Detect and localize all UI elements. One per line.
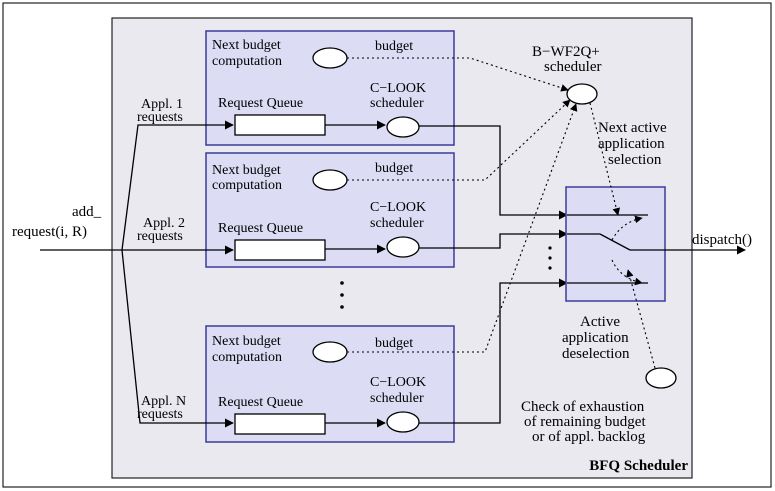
app-2-clook-node: [386, 236, 420, 258]
bwf2q-label-line2: scheduler: [544, 59, 601, 75]
bwf2q-to-switch: [589, 102, 621, 216]
exhaustion-line2: of remaining budget: [524, 414, 646, 430]
input-label-line2: request(i, R): [12, 224, 87, 240]
app-2-budget-comp-line1: Next budget: [212, 163, 281, 178]
switch-ellipsis: [548, 246, 552, 270]
app-2-requests-line1: Appl. 2: [143, 216, 185, 231]
exhaustion-to-switch: [626, 269, 656, 369]
next-active-line3: selection: [608, 152, 662, 168]
app-n-clook-line1: C−LOOK: [370, 375, 426, 390]
app-2-budget-node: [312, 169, 348, 191]
switch-deselect-arc: [611, 259, 643, 286]
app-n-to-switch: [419, 278, 568, 424]
app-1-budget-comp-line1: Next budget: [212, 38, 281, 53]
app-1-requests-line2: requests: [137, 110, 183, 125]
app-1-budget-to-bwf2q: [347, 57, 569, 92]
fan-branch-n: [121, 249, 234, 428]
app-1-clook-line1: C−LOOK: [370, 81, 426, 96]
app-1-box: Next budget computation budget C−LOOK sc…: [205, 30, 455, 146]
apps-ellipsis: [340, 281, 344, 309]
app-1-requests-line1: Appl. 1: [141, 97, 183, 112]
app-2-budget-comp-line2: computation: [212, 178, 282, 193]
app-n-request-queue: [234, 413, 326, 435]
app-n-box: Next budget computation budget C−LOOK sc…: [205, 325, 455, 443]
app-1-clook-node: [386, 116, 420, 138]
input-label-line1: add_: [72, 204, 102, 220]
app-1-budget-comp-line2: computation: [212, 54, 282, 69]
deselection-line1: Active: [580, 314, 620, 330]
app-n-budget-label: budget: [375, 336, 413, 351]
bfq-scheduler-title: BFQ Scheduler: [589, 458, 688, 474]
bwf2q-label-line1: B−WF2Q+: [532, 44, 600, 60]
exhaustion-line3: or of appl. backlog: [532, 429, 646, 445]
exhaustion-line1: Check of exhaustion: [521, 399, 645, 415]
app-1-request-queue: [234, 114, 326, 136]
app-n-requests-line2: requests: [137, 407, 183, 422]
app-n-budget-comp-line2: computation: [212, 350, 282, 365]
app-n-budget-to-bwf2q: [347, 103, 578, 353]
app-n-budget-comp-line1: Next budget: [212, 334, 281, 349]
deselection-line3: deselection: [562, 346, 630, 362]
app-2-clook-line2: scheduler: [370, 216, 424, 231]
app-1-budget-label: budget: [375, 39, 413, 54]
app-2-requests-line2: requests: [137, 229, 183, 244]
app-1-queue-label: Request Queue: [218, 96, 303, 111]
switch-lever: [599, 233, 631, 251]
dispatch-label: dispatch(): [692, 232, 752, 248]
app-n-budget-node: [312, 341, 348, 363]
app-2-to-switch: [419, 229, 568, 249]
bwf2q-node: [566, 83, 598, 105]
app-2-box: Next budget computation budget C−LOOK sc…: [205, 152, 455, 268]
app-n-queue-label: Request Queue: [218, 395, 303, 410]
app-1-budget-node: [312, 47, 348, 69]
app-2-budget-label: budget: [375, 161, 413, 176]
fan-branch-1: [121, 120, 234, 251]
app-2-clook-line1: C−LOOK: [370, 200, 426, 215]
switch-select-arc: [611, 215, 643, 241]
app-2-queue-label: Request Queue: [218, 221, 303, 236]
dispatch-switch-box: [565, 186, 666, 302]
app-1-clook-line2: scheduler: [370, 96, 424, 111]
exhaustion-node: [645, 367, 677, 389]
next-active-line2: application: [598, 136, 665, 152]
app-2-request-queue: [234, 239, 326, 261]
app-n-requests-line1: Appl. N: [141, 394, 186, 409]
deselection-line2: application: [562, 330, 629, 346]
next-active-line1: Next active: [598, 120, 667, 136]
app-n-clook-node: [386, 411, 420, 433]
app-2-budget-to-bwf2q: [347, 99, 571, 181]
app-n-clook-line2: scheduler: [370, 391, 424, 406]
app-1-to-switch: [419, 125, 568, 220]
